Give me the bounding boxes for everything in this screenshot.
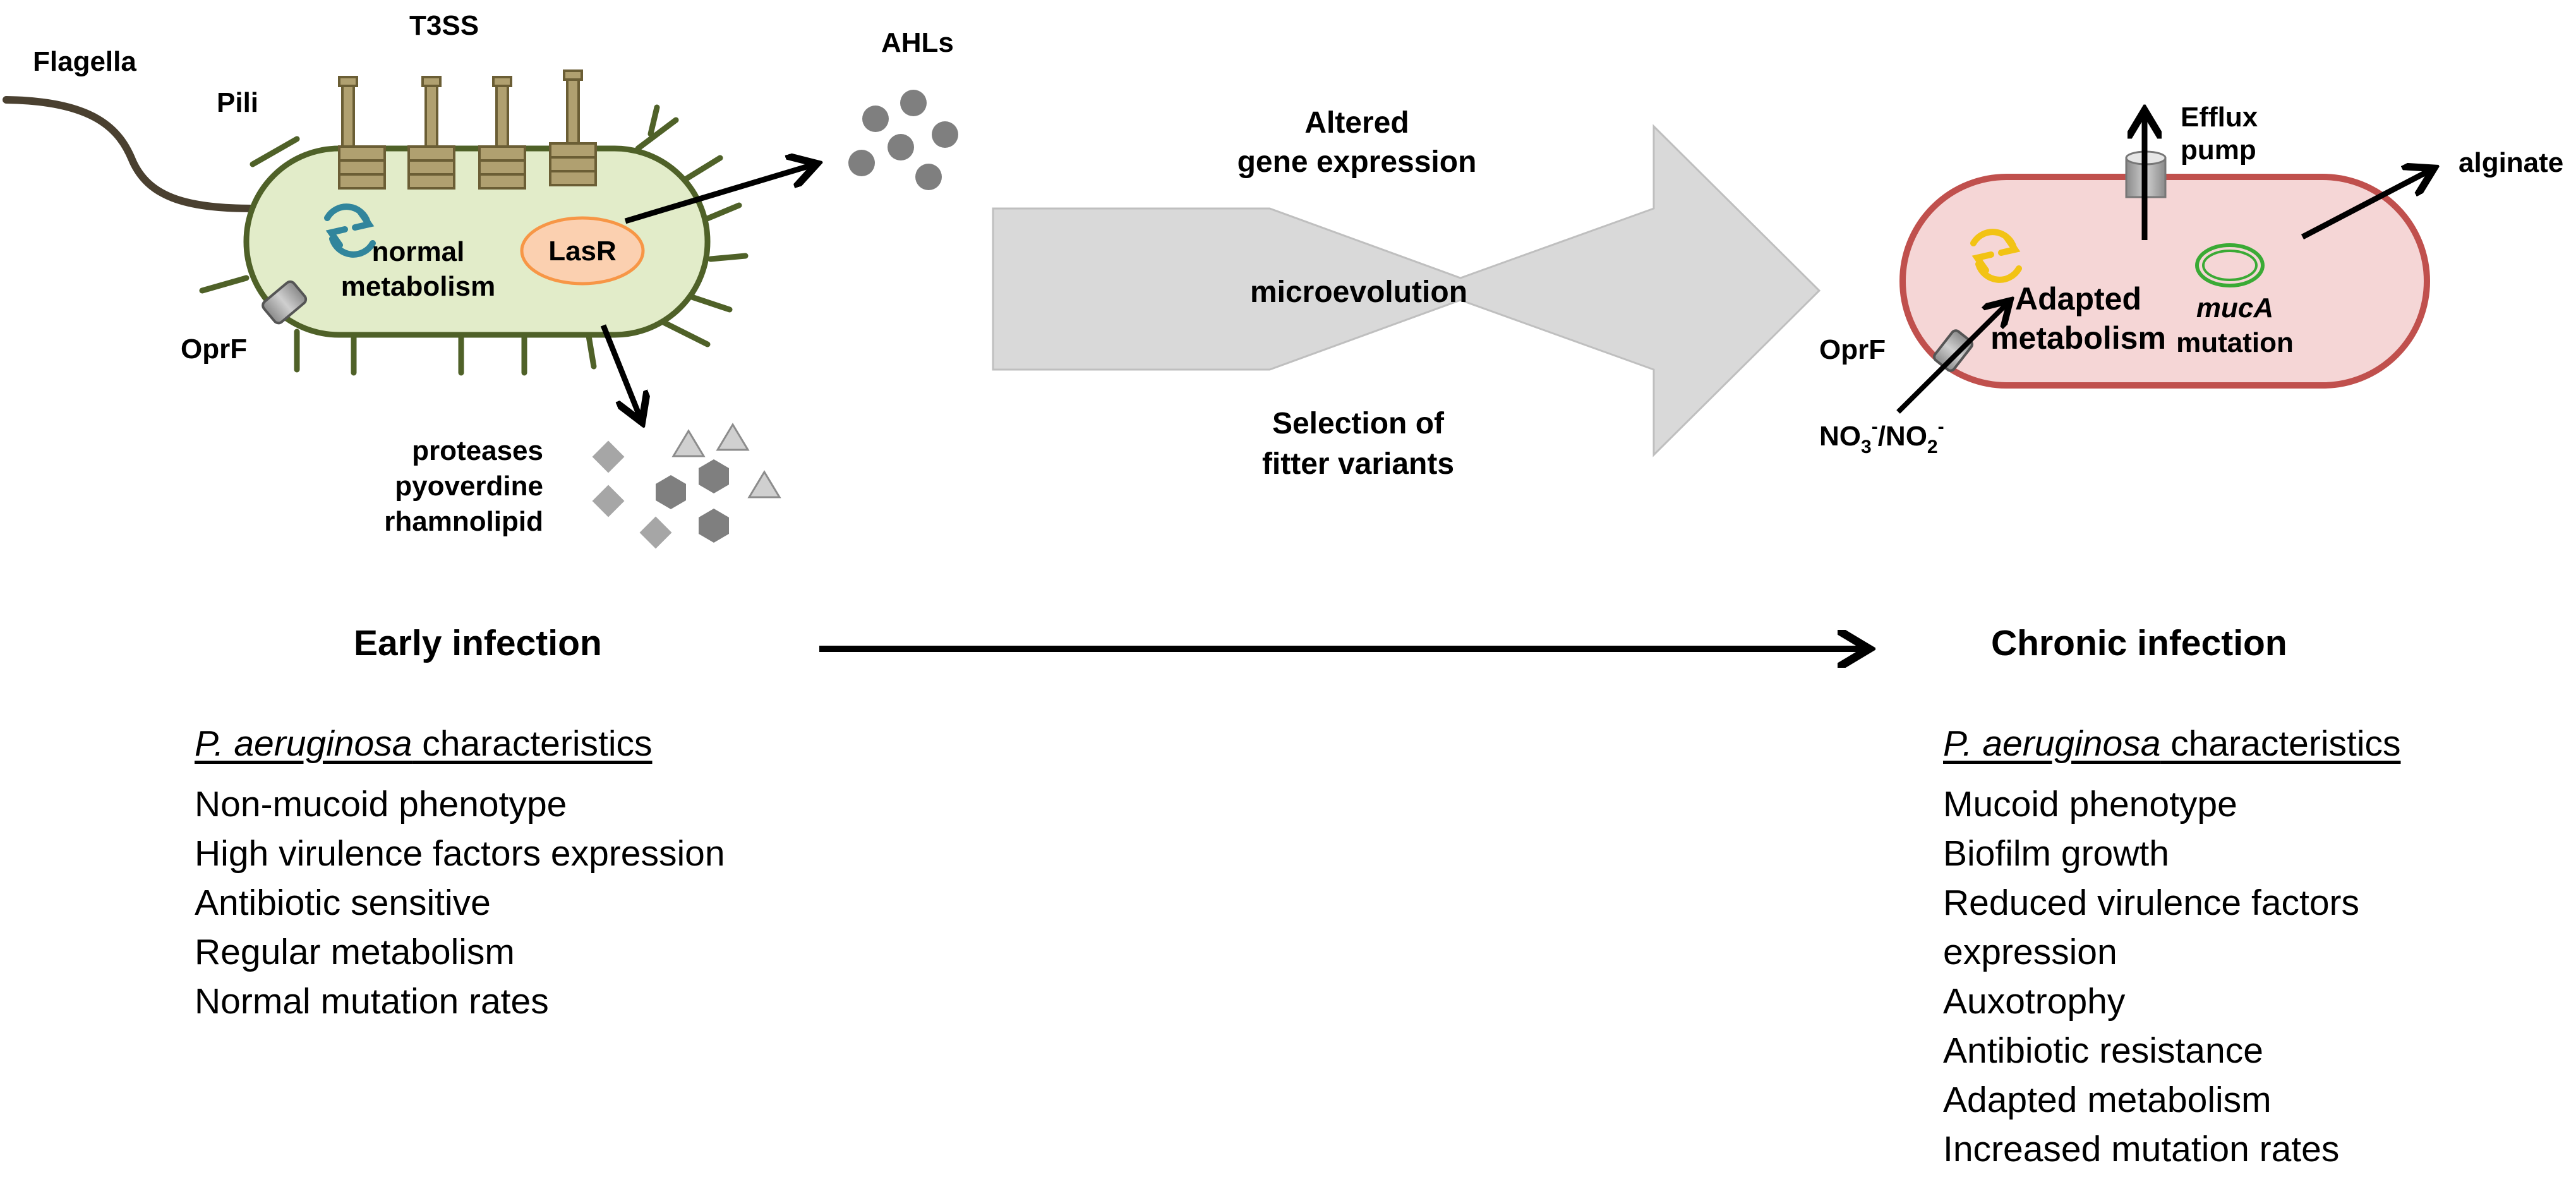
efflux-label-line2: pump <box>2181 135 2256 166</box>
trait-item: Biofilm growth <box>1943 833 2169 874</box>
protease-diamond <box>592 440 625 473</box>
trait-item: Antibiotic sensitive <box>195 883 491 923</box>
early-characteristics: P. aeruginosa characteristics Non-mucoid… <box>195 719 725 1026</box>
selection-label-line2: fitter variants <box>1262 447 1454 481</box>
lasr-ellipse <box>520 216 645 286</box>
ahl-circle <box>888 134 914 160</box>
flagella-label: Flagella <box>33 46 136 77</box>
trait-item: Adapted metabolism <box>1943 1080 2272 1120</box>
muca-ring <box>2195 243 2265 287</box>
trait-item: Reduced virulence factors <box>1943 883 2360 923</box>
lasr-label: LasR <box>548 236 617 267</box>
muca-mutation-label: mutation <box>2176 327 2294 358</box>
early-oprf-porin <box>262 280 308 325</box>
pyoverdine-hexagon <box>699 459 729 493</box>
altered-label-line2: gene expression <box>1237 145 1477 179</box>
trait-item: Auxotrophy <box>1943 981 2126 1022</box>
normal-metabolism-label-line1: normal <box>372 236 465 267</box>
chronic-oprf-label: OprF <box>1819 334 1886 365</box>
chronic-characteristics: P. aeruginosa characteristics Mucoid phe… <box>1943 719 2401 1174</box>
t3ss-label: T3SS <box>409 10 479 41</box>
muca-gene-label: mucA <box>2196 293 2273 323</box>
species-name: P. aeruginosa <box>1943 723 2161 764</box>
pyoverdine-hexagon <box>656 475 686 509</box>
trait-item: Non-mucoid phenotype <box>195 784 567 824</box>
early-characteristics-title: P. aeruginosa characteristics <box>195 719 725 768</box>
trait-item: Normal mutation rates <box>195 981 549 1022</box>
virulence-factor-shapes <box>592 423 781 549</box>
rhamnolipid-label: rhamnolipid <box>384 506 543 537</box>
nitrate-nitrite-label: NO3-/NO2- <box>1819 416 1944 457</box>
adapted-metabolism-label-line1: Adapted <box>2015 281 2141 317</box>
virulence-secretion-arrow <box>600 324 641 420</box>
early-oprf-label: OprF <box>181 334 247 365</box>
proteases-label: proteases <box>412 435 543 466</box>
chronic-characteristics-title: P. aeruginosa characteristics <box>1943 719 2401 768</box>
ahl-circle <box>900 90 927 116</box>
characteristics-suffix: characteristics <box>2160 723 2401 764</box>
ahl-circle <box>932 121 958 148</box>
t3ss-needles <box>338 69 597 190</box>
pyoverdine-label: pyoverdine <box>395 471 543 502</box>
ahl-circle <box>848 150 875 176</box>
trait-item: Regular metabolism <box>195 932 515 972</box>
early-cell-body <box>243 145 711 338</box>
rhamnolipid-triangle <box>671 429 706 457</box>
early-infection-heading: Early infection <box>354 623 602 663</box>
alginate-label: alginate <box>2459 147 2563 178</box>
t3ss-needle <box>478 76 526 190</box>
ahl-molecules <box>848 90 958 190</box>
adapted-cycle-icon <box>1970 229 2022 283</box>
adapted-metabolism-label-line2: metabolism <box>1990 320 2166 356</box>
trait-item: High virulence factors expression <box>195 833 725 874</box>
selection-label-line1: Selection of <box>1272 407 1445 440</box>
ahl-circle <box>915 164 942 190</box>
microevolution-label: microevolution <box>1250 275 1467 309</box>
t3ss-needle <box>549 69 597 186</box>
nitrate-uptake-arrow <box>1896 302 2009 414</box>
pyoverdine-hexagon <box>699 509 729 543</box>
species-name: P. aeruginosa <box>195 723 412 764</box>
characteristics-suffix: characteristics <box>412 723 653 764</box>
protease-diamond <box>592 485 625 517</box>
rhamnolipid-triangle <box>747 470 781 498</box>
efflux-label-line1: Efflux <box>2181 102 2258 133</box>
cycle-icon <box>324 203 376 258</box>
normal-metabolism-label-line2: metabolism <box>341 271 496 302</box>
pili-label: Pili <box>217 87 258 118</box>
trait-item: Mucoid phenotype <box>1943 784 2237 824</box>
ahl-secretion-arrow <box>624 164 815 224</box>
ahl-circle <box>862 106 889 132</box>
flagellum <box>3 96 256 212</box>
protease-diamond <box>639 516 672 549</box>
trait-item: expression <box>1943 932 2117 972</box>
alginate-arrow <box>2301 169 2432 239</box>
early-cell-group <box>3 69 749 376</box>
t3ss-needle <box>338 76 386 190</box>
altered-label-line1: Altered <box>1304 106 1409 140</box>
rhamnolipid-triangle <box>716 423 750 451</box>
microevolution-arrow <box>992 124 1821 457</box>
t3ss-needle <box>407 76 455 190</box>
trait-item: Antibiotic resistance <box>1943 1030 2263 1071</box>
chronic-infection-heading: Chronic infection <box>1991 623 2287 663</box>
trait-item: Increased mutation rates <box>1943 1129 2340 1169</box>
ahls-label: AHLs <box>881 27 954 58</box>
